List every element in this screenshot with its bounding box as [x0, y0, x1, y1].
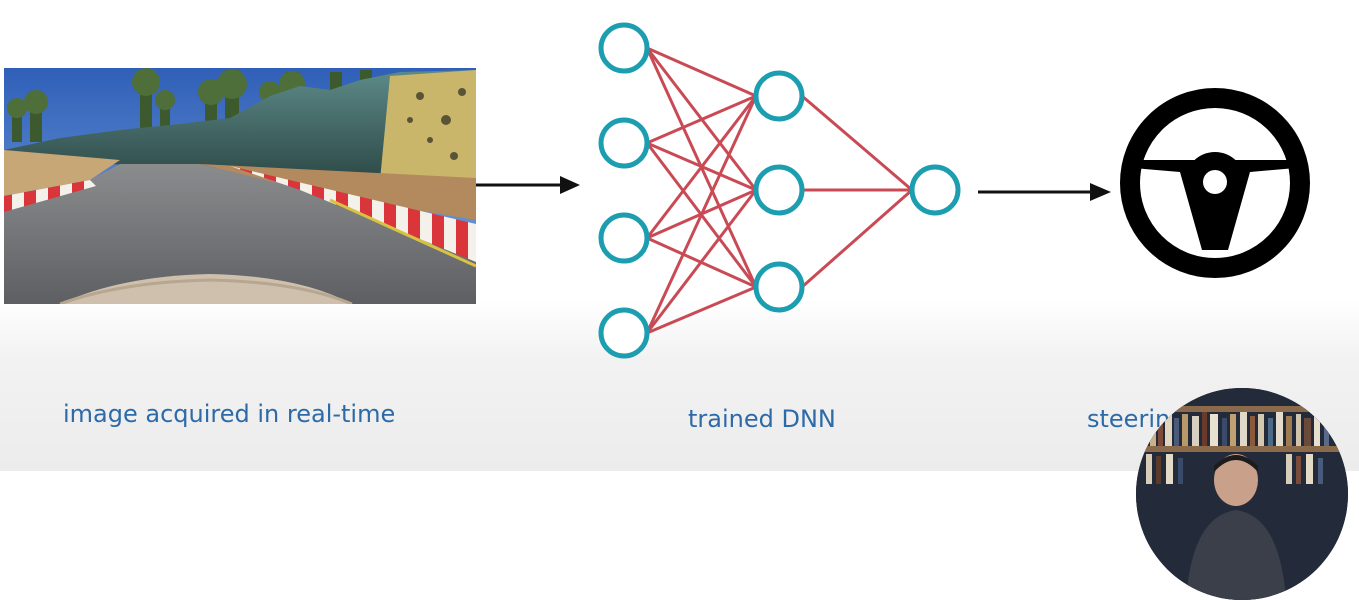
steering-wheel-icon: [1120, 88, 1310, 278]
nn-node-layer2-0: [909, 164, 961, 216]
nn-edge-0-1-0: [646, 94, 757, 145]
nn-node-layer1-2: [753, 261, 805, 313]
nn-node-layer0-0: [598, 22, 650, 74]
neural-network: [598, 22, 961, 359]
road-camera-image: [4, 68, 476, 304]
nn-edge-1-2-0: [801, 188, 913, 289]
input-arrow: [476, 176, 580, 194]
model-caption: trained DNN: [688, 405, 836, 433]
nn-edge-1-0-0: [801, 94, 913, 192]
nn-edge-0-0-0: [646, 46, 757, 98]
nn-node-layer0-3: [598, 307, 650, 359]
nn-node-layer1-0: [753, 70, 805, 122]
nn-edge-0-3-1: [645, 189, 758, 334]
output-arrow: [978, 183, 1111, 201]
nn-edge-0-3-2: [646, 285, 757, 335]
diagram-canvas: [4, 22, 1310, 359]
input-caption: image acquired in real-time: [63, 400, 396, 428]
nn-node-layer0-1: [598, 117, 650, 169]
nn-node-layer0-2: [598, 212, 650, 264]
nn-edge-0-3-0: [645, 95, 758, 334]
presenter-webcam: [1136, 388, 1348, 600]
nn-node-layer1-1: [753, 164, 805, 216]
nn-edge-0-2-0: [645, 95, 758, 239]
